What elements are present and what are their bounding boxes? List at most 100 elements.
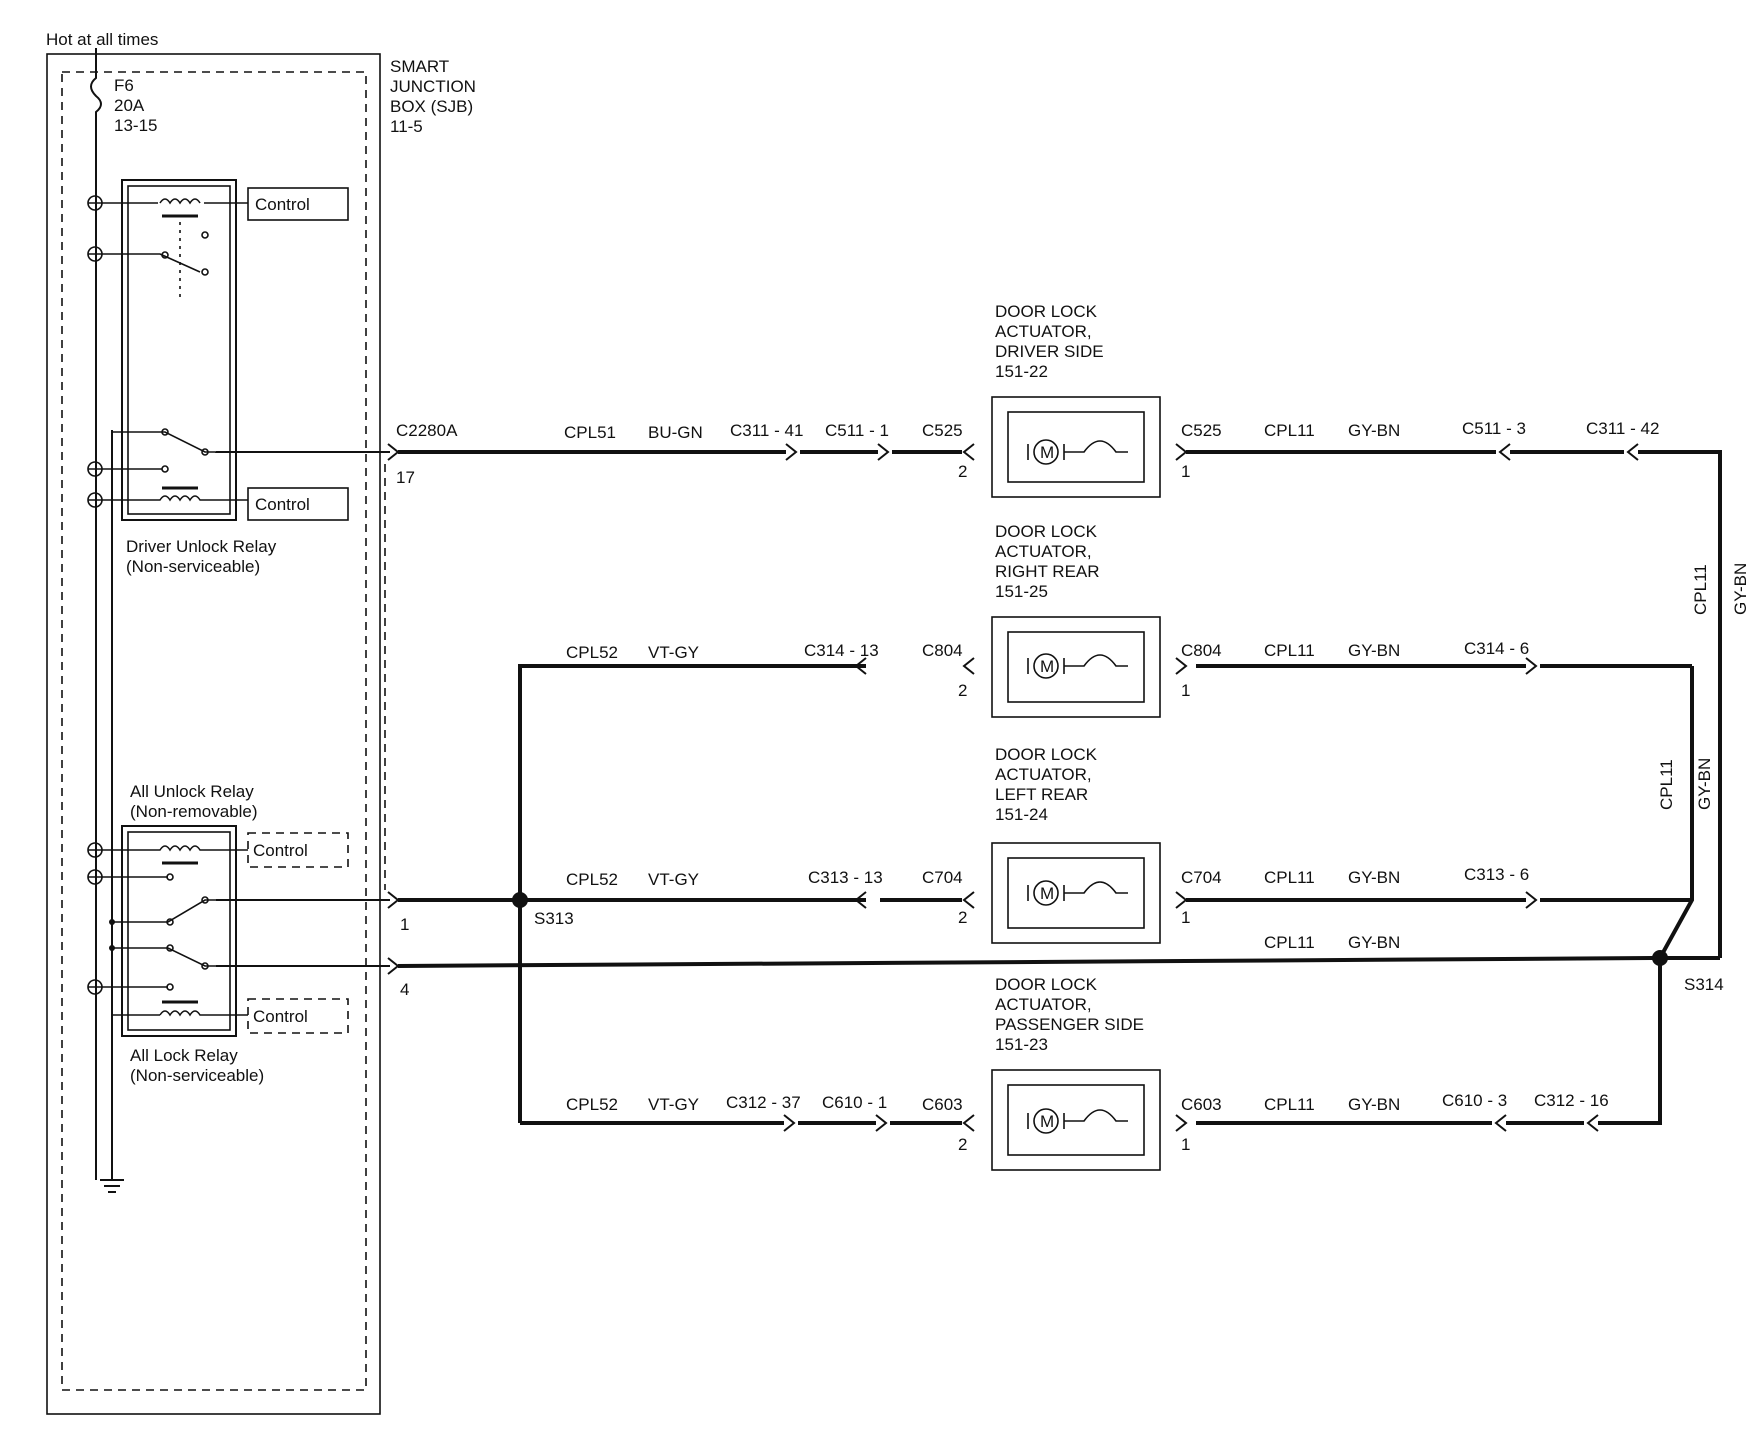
label-bu-gn: BU-GN (648, 423, 703, 442)
label-c312-16: C312 - 16 (1534, 1091, 1609, 1110)
actuator-right-rear-conn-right: C804 (1181, 641, 1222, 660)
motor-symbol: M (1040, 443, 1054, 462)
all-lock-control: Control (253, 1007, 308, 1026)
actuator-left-rear-title-3: LEFT REAR (995, 785, 1088, 804)
label-c313-13: C313 - 13 (808, 868, 883, 887)
actuator-driver-conn-left: C525 (922, 421, 963, 440)
actuator-left-rear-pin-left: 2 (958, 908, 967, 927)
label-cpl11-r5: CPL11 (1264, 1095, 1315, 1114)
actuator-passenger: M DOOR LOCK ACTUATOR, PASSENGER SIDE 151… (922, 975, 1222, 1171)
actuator-driver-page: 151-22 (995, 362, 1048, 381)
pin-4: 4 (400, 980, 409, 999)
label-vt-gy-r2: VT-GY (648, 643, 699, 662)
actuator-left-rear-page: 151-24 (995, 805, 1048, 824)
actuator-left-rear-conn-left: C704 (922, 868, 963, 887)
label-gy-bn-r1: GY-BN (1348, 421, 1400, 440)
all-unlock-control: Control (253, 841, 308, 860)
actuator-passenger-page: 151-23 (995, 1035, 1048, 1054)
all-unlock-lock-relays: Control Control All Unlock Relay (Non-re… (87, 782, 390, 1085)
sjb-label-3: BOX (SJB) (390, 97, 473, 116)
actuator-passenger-title-3: PASSENGER SIDE (995, 1015, 1144, 1034)
driver-unlock-control-bottom: Control (255, 495, 310, 514)
actuator-right-rear-pin-right: 1 (1181, 681, 1190, 700)
ground-symbol (100, 1179, 124, 1193)
label-c511-3: C511 - 3 (1462, 419, 1526, 438)
pin-1: 1 (400, 915, 409, 934)
actuator-right-rear-title-3: RIGHT REAR (995, 562, 1100, 581)
motor-symbol: M (1040, 884, 1054, 903)
label-gy-bn-r4: GY-BN (1348, 933, 1400, 952)
label-vt-gy-r5: VT-GY (648, 1095, 699, 1114)
all-unlock-relay-sublabel: (Non-removable) (130, 802, 258, 821)
actuator-left-rear-title-2: ACTUATOR, (995, 765, 1092, 784)
label-cpl51: CPL51 (564, 423, 616, 442)
actuator-left-rear-conn-right: C704 (1181, 868, 1222, 887)
driver-unlock-relay-sublabel: (Non-serviceable) (126, 557, 260, 576)
pin-17: 17 (396, 468, 415, 487)
actuator-right-rear-pin-left: 2 (958, 681, 967, 700)
sjb-box: Hot at all times SMART JUNCTION BOX (SJB… (46, 30, 476, 1415)
hot-at-all-times-label: Hot at all times (46, 30, 158, 49)
actuator-driver-conn-right: C525 (1181, 421, 1222, 440)
actuator-driver: M DOOR LOCK ACTUATOR, DRIVER SIDE 151-22… (922, 302, 1222, 498)
all-unlock-relay-label: All Unlock Relay (130, 782, 254, 801)
driver-unlock-control-top: Control (255, 195, 310, 214)
label-gy-bn-vert-inner: GY-BN (1695, 758, 1714, 810)
actuator-driver-title-2: ACTUATOR, (995, 322, 1092, 341)
label-cpl11-vert-inner: CPL11 (1657, 759, 1676, 810)
connector-c2280a: C2280A 17 1 4 (384, 421, 458, 999)
connector-c2280a-name: C2280A (396, 421, 458, 440)
fuse-name: F6 (114, 76, 134, 95)
splices: S313 S314 (512, 892, 1724, 994)
sjb-label-2: JUNCTION (390, 77, 476, 96)
label-cpl52-r2: CPL52 (566, 643, 618, 662)
splice-s314 (1652, 950, 1668, 966)
label-c312-37: C312 - 37 (726, 1093, 801, 1112)
actuator-right-rear-conn-left: C804 (922, 641, 963, 660)
label-c610-1: C610 - 1 (822, 1093, 887, 1112)
label-c314-13: C314 - 13 (804, 641, 879, 660)
label-vt-gy-r3: VT-GY (648, 870, 699, 889)
actuator-passenger-title-2: ACTUATOR, (995, 995, 1092, 1014)
label-gy-bn-r3: GY-BN (1348, 868, 1400, 887)
motor-symbol: M (1040, 657, 1054, 676)
label-c311-42: C311 - 42 (1586, 419, 1659, 438)
label-cpl52-r5: CPL52 (566, 1095, 618, 1114)
actuator-left-rear-pin-right: 1 (1181, 908, 1190, 927)
all-lock-relay-sublabel: (Non-serviceable) (130, 1066, 264, 1085)
label-c313-6: C313 - 6 (1464, 865, 1529, 884)
connector-arrows (783, 443, 1639, 1132)
wire-labels: CPL51 BU-GN C311 - 41 C511 - 1 CPL11 GY-… (564, 419, 1750, 1114)
label-c311-41: C311 - 41 (730, 421, 803, 440)
fuse-f6: F6 20A 13-15 (90, 48, 157, 1180)
splice-s314-label: S314 (1684, 975, 1724, 994)
label-cpl11-r4: CPL11 (1264, 933, 1315, 952)
label-cpl11-r2: CPL11 (1264, 641, 1315, 660)
actuator-driver-title-1: DOOR LOCK (995, 302, 1098, 321)
label-c610-3: C610 - 3 (1442, 1091, 1507, 1110)
actuator-passenger-title-1: DOOR LOCK (995, 975, 1098, 994)
actuator-passenger-pin-left: 2 (958, 1135, 967, 1154)
sjb-label-4: 11-5 (390, 117, 423, 136)
actuator-passenger-conn-right: C603 (1181, 1095, 1222, 1114)
actuator-right-rear: M DOOR LOCK ACTUATOR, RIGHT REAR 151-25 … (922, 522, 1222, 718)
all-lock-relay-label: All Lock Relay (130, 1046, 238, 1065)
actuator-left-rear-title-1: DOOR LOCK (995, 745, 1098, 764)
actuator-driver-title-3: DRIVER SIDE (995, 342, 1104, 361)
wires (397, 450, 1722, 1125)
label-cpl52-r3: CPL52 (566, 870, 618, 889)
fuse-rating: 20A (114, 96, 145, 115)
label-cpl11-vert-outer: CPL11 (1691, 564, 1710, 615)
driver-unlock-relay: Control Control Driver Unlock Relay (Non… (87, 179, 390, 576)
actuator-left-rear: M DOOR LOCK ACTUATOR, LEFT REAR 151-24 C… (922, 745, 1222, 944)
label-c314-6: C314 - 6 (1464, 639, 1529, 658)
actuator-passenger-conn-left: C603 (922, 1095, 963, 1114)
fuse-page: 13-15 (114, 116, 157, 135)
splice-s313-label: S313 (534, 909, 574, 928)
label-cpl11-r1: CPL11 (1264, 421, 1315, 440)
actuator-driver-pin-left: 2 (958, 462, 967, 481)
sjb-label-1: SMART (390, 57, 449, 76)
actuator-passenger-pin-right: 1 (1181, 1135, 1190, 1154)
label-gy-bn-vert-outer: GY-BN (1731, 563, 1750, 615)
